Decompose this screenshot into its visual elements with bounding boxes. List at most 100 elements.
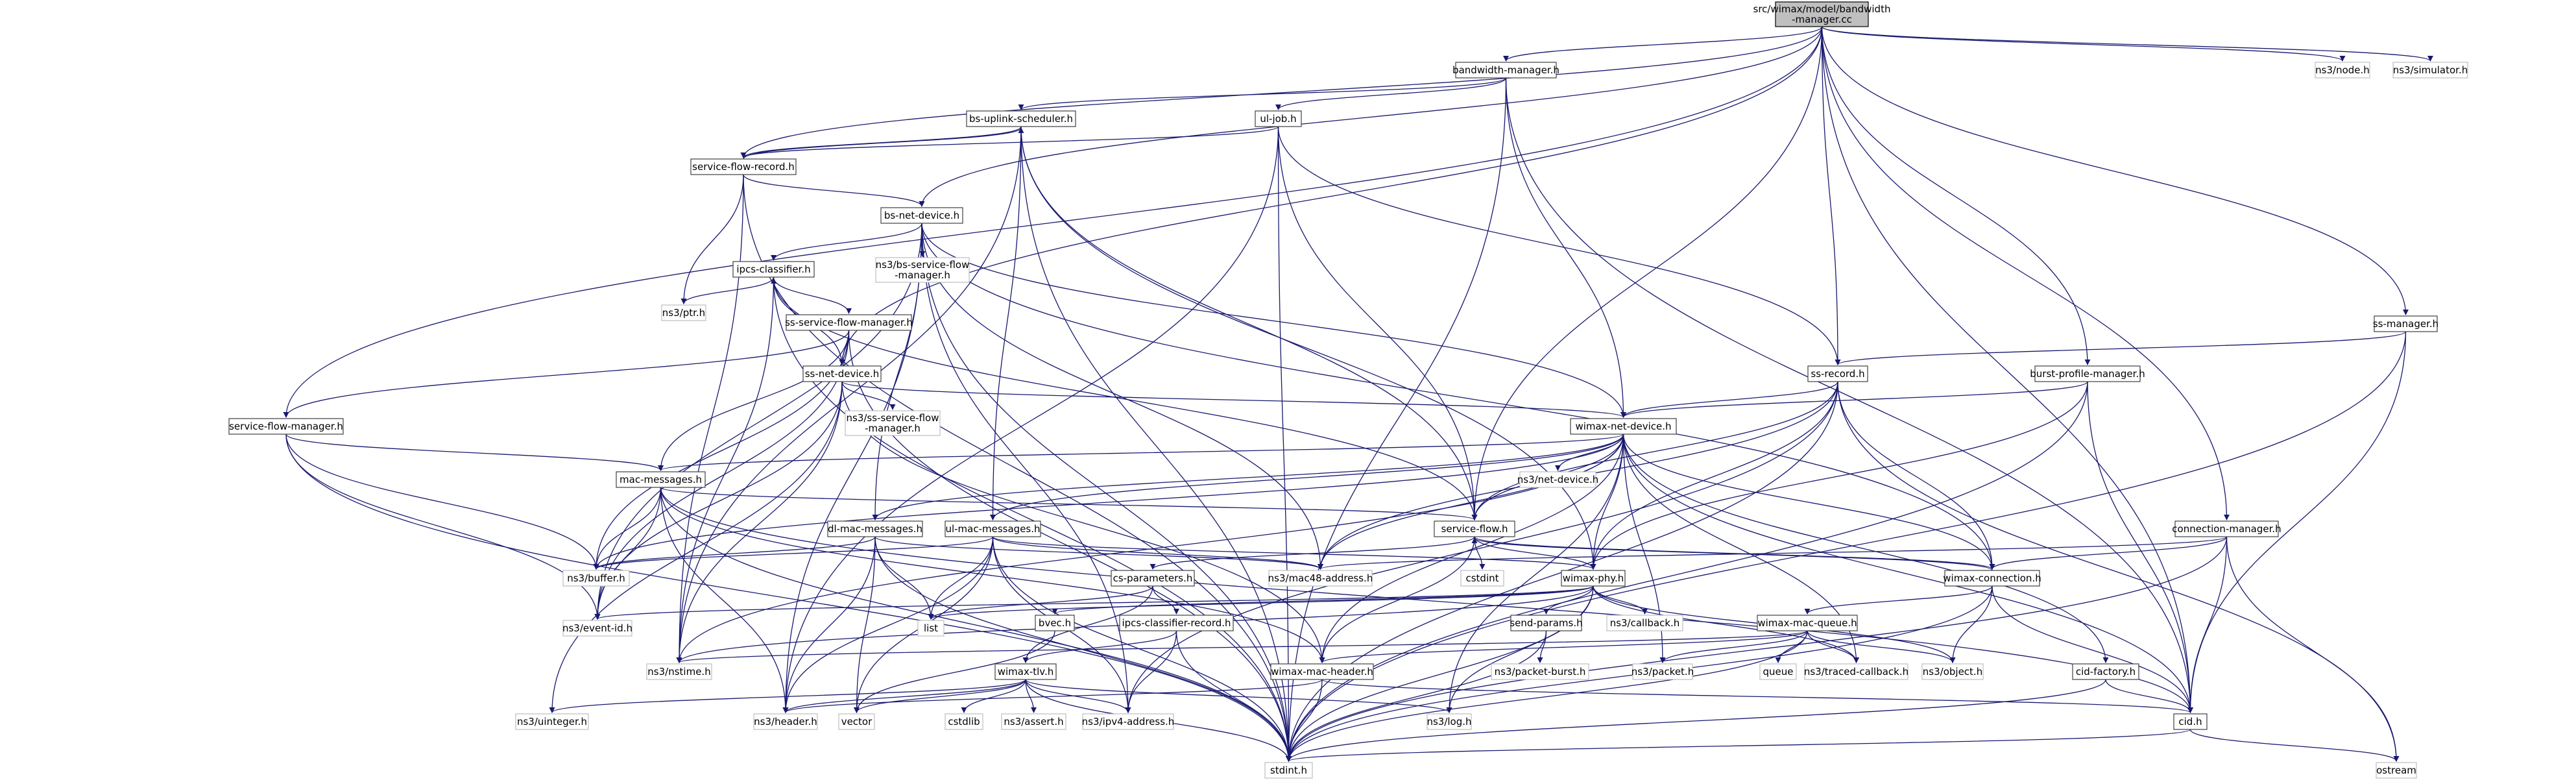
node-label: ns3/header.h — [754, 716, 817, 727]
edge-sflow-h-to-wconn-h — [1474, 536, 1995, 570]
edge-csparam-h-to-list — [928, 585, 1153, 620]
edge-root-to-cid-h — [1821, 26, 2194, 713]
edge-csparam-h-to-ipcscr-h — [1152, 585, 1180, 615]
edge-sfm-h-to-macmsg-h — [285, 434, 664, 471]
node-object-h[interactable]: ns3/object.h — [1921, 663, 1984, 680]
node-mac48-h[interactable]: ns3/mac48-address.h — [1268, 570, 1373, 587]
node-label: cstdlib — [948, 716, 980, 727]
node-box — [1775, 1, 1869, 27]
node-label: connection-manager.h — [2172, 523, 2281, 535]
edge-wconn-h-to-object-h — [1949, 585, 1993, 663]
node-queue[interactable]: queue — [1759, 663, 1797, 680]
node-vector[interactable]: vector — [838, 713, 875, 730]
node-callback-h[interactable]: ns3/callback.h — [1606, 615, 1683, 631]
node-label: ns3/packet-burst.h — [1495, 666, 1586, 678]
node-ssrec-h[interactable]: ss-record.h — [1807, 365, 1868, 382]
node-wtlv-h[interactable]: wimax-tlv.h — [994, 663, 1057, 680]
edge-sfm-h-to-stdint-h — [285, 434, 1292, 762]
edge-wmh-h-to-header-h — [782, 679, 1323, 713]
node-header-h[interactable]: ns3/header.h — [753, 713, 818, 730]
node-box — [1460, 570, 1504, 587]
edge-bwm-h-to-stdint-h — [1285, 77, 1507, 762]
edge-macmsg-h-to-buffer-h — [593, 487, 662, 570]
edge-wmq-h-to-packet-h — [1659, 630, 1808, 663]
edge-wphy-h-to-tcb-h — [1593, 585, 1859, 663]
node-label: ns3/ipv4-address.h — [1082, 716, 1175, 727]
node-bsnd-h[interactable]: bs-net-device.h — [880, 207, 963, 224]
node-label: vector — [841, 716, 873, 727]
node-bpm-h[interactable]: burst-profile-manager.h — [2030, 365, 2145, 382]
node-nsssfm-h[interactable]: ns3/ss-service-flow-manager.h — [845, 410, 941, 436]
node-dlmac-h[interactable]: dl-mac-messages.h — [827, 520, 923, 537]
node-ssm-h[interactable]: ss-manager.h — [2373, 315, 2438, 332]
node-uljob-h[interactable]: ul-job.h — [1255, 110, 1302, 127]
node-label: ns3/log.h — [1426, 716, 1471, 727]
node-box — [1759, 663, 1797, 680]
node-label: wimax-tlv.h — [998, 666, 1054, 678]
node-label: ss-net-device.h — [805, 368, 880, 380]
node-wconn-h[interactable]: wimax-connection.h — [1943, 570, 2041, 587]
edge-bwm-h-to-bsus-h — [1018, 77, 1507, 110]
node-stdint-h[interactable]: stdint.h — [1264, 762, 1313, 779]
edge-wmh-h-to-stdint-h — [1285, 679, 1323, 762]
node-root[interactable]: src/wimax/model/bandwidth-manager.cc — [1753, 1, 1891, 27]
node-sssfm-h[interactable]: ss-service-flow-manager.h — [785, 314, 913, 331]
node-netdev-h[interactable]: ns3/net-device.h — [1517, 471, 1599, 488]
edge-sfr-h-to-bsnd-h — [743, 174, 925, 207]
node-ipcscr-h[interactable]: ipcs-classifier-record.h — [1119, 615, 1234, 631]
node-sfm-h[interactable]: service-flow-manager.h — [228, 418, 344, 435]
node-evid-h[interactable]: ns3/event-id.h — [562, 620, 632, 637]
node-list[interactable]: list — [917, 620, 945, 637]
node-wphy-h[interactable]: wimax-phy.h — [1561, 570, 1626, 587]
node-sflow-h[interactable]: service-flow.h — [1434, 520, 1515, 537]
node-ptr-h[interactable]: ns3/ptr.h — [661, 304, 706, 321]
node-box — [1921, 663, 1984, 680]
node-box — [786, 314, 912, 331]
node-wmq-h[interactable]: wimax-mac-queue.h — [1757, 615, 1858, 631]
edge-wnd-h-to-wconn-h — [1622, 434, 1995, 570]
node-sendp-h[interactable]: send-params.h — [1510, 615, 1583, 631]
node-assert-h[interactable]: ns3/assert.h — [1001, 713, 1066, 730]
node-cstdint[interactable]: cstdint — [1460, 570, 1504, 587]
node-box — [562, 620, 632, 637]
edge-cm-h-to-mac48-h — [1318, 536, 2228, 570]
node-node-h[interactable]: ns3/node.h — [2315, 62, 2370, 79]
node-box — [2392, 62, 2468, 79]
node-box — [1111, 570, 1195, 587]
edge-wmq-h-to-stdint-h — [1286, 630, 1808, 762]
node-cid-h[interactable]: cid.h — [2173, 713, 2208, 730]
node-ipcsc-h[interactable]: ipcs-classifier.h — [732, 261, 815, 278]
node-ulmac-h[interactable]: ul-mac-messages.h — [945, 520, 1041, 537]
node-box — [616, 471, 706, 488]
node-nstime-h[interactable]: ns3/nstime.h — [646, 663, 712, 680]
edge-sendp-h-to-stdint-h — [1285, 630, 1547, 762]
node-wmh-h[interactable]: wimax-mac-header.h — [1270, 663, 1374, 680]
node-sim-h[interactable]: ns3/simulator.h — [2392, 62, 2468, 79]
node-ssnd-h[interactable]: ss-net-device.h — [802, 365, 882, 382]
node-ipv4-h[interactable]: ns3/ipv4-address.h — [1082, 713, 1175, 730]
node-box — [1082, 713, 1174, 730]
node-ostream[interactable]: ostream — [2376, 762, 2417, 779]
edge-bsus-h-to-stdint-h — [1020, 126, 1292, 762]
node-packet-h[interactable]: ns3/packet.h — [1631, 663, 1694, 680]
node-wnd-h[interactable]: wimax-net-device.h — [1570, 418, 1677, 435]
node-tcb-h[interactable]: ns3/traced-callback.h — [1804, 663, 1908, 680]
edge-cm-h-to-cid-h — [2187, 536, 2228, 713]
node-bvec-h[interactable]: bvec.h — [1035, 615, 1075, 631]
node-cm-h[interactable]: connection-manager.h — [2172, 520, 2281, 537]
node-uint-h[interactable]: ns3/uinteger.h — [515, 713, 589, 730]
node-bsus-h[interactable]: bs-uplink-scheduler.h — [966, 110, 1076, 127]
edge-root-to-ssrec-h — [1821, 26, 1841, 365]
node-cstdlib[interactable]: cstdlib — [945, 713, 983, 730]
node-cidf-h[interactable]: cid-factory.h — [2072, 663, 2139, 680]
node-bssfm-h[interactable]: ns3/bs-service-flow-manager.h — [875, 257, 970, 283]
node-macmsg-h[interactable]: mac-messages.h — [616, 471, 706, 488]
edge-bwm-h-to-uljob-h — [1275, 77, 1507, 110]
node-pburst-h[interactable]: ns3/packet-burst.h — [1491, 663, 1589, 680]
node-buffer-h[interactable]: ns3/buffer.h — [562, 570, 630, 587]
node-sfr-h[interactable]: service-flow-record.h — [690, 158, 797, 175]
node-bwm-h[interactable]: bandwidth-manager.h — [1452, 62, 1559, 79]
node-log-h[interactable]: ns3/log.h — [1426, 713, 1472, 730]
node-csparam-h[interactable]: cs-parameters.h — [1111, 570, 1195, 587]
node-label: service-flow-record.h — [692, 161, 795, 173]
